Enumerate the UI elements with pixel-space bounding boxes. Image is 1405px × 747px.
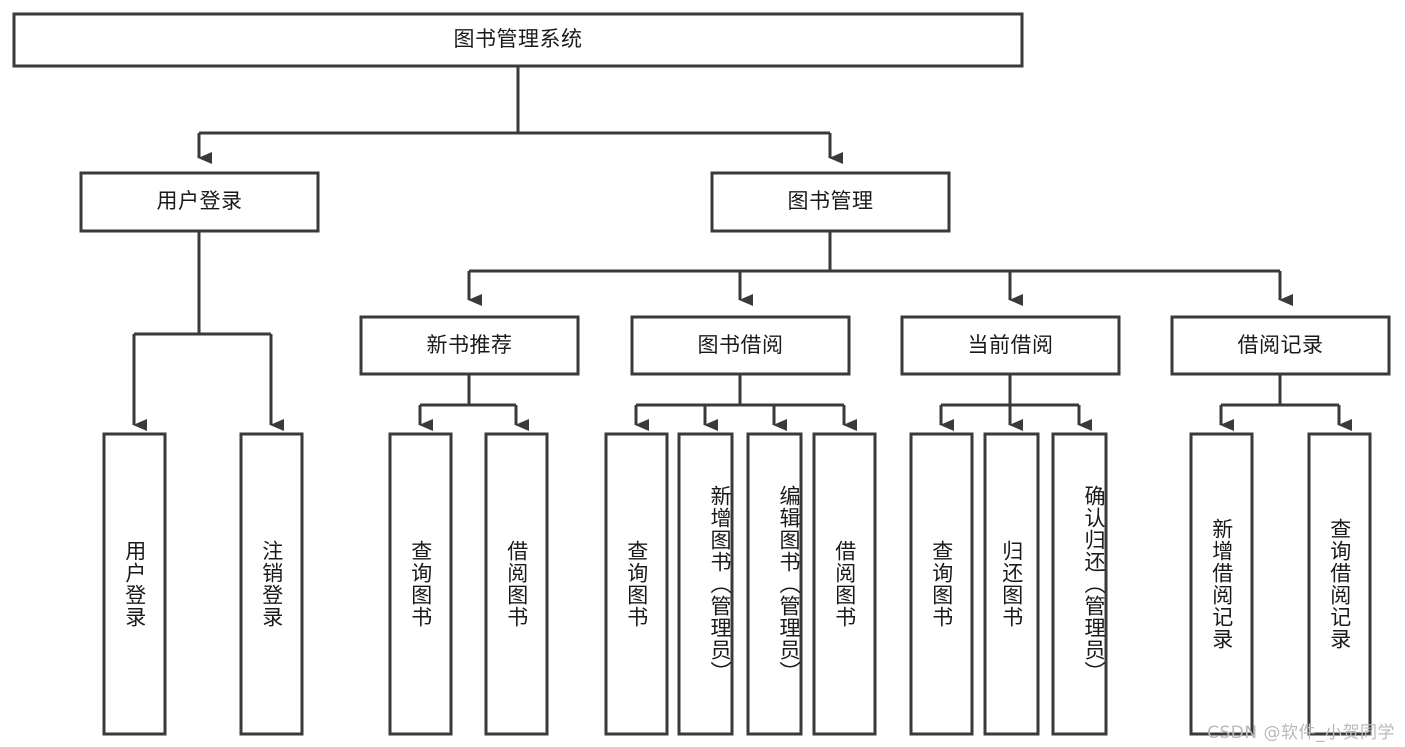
node-new-book-recommend-box[interactable] bbox=[359, 315, 580, 376]
node-borrow-record-box[interactable] bbox=[1170, 315, 1391, 376]
node-current-borrow-box[interactable] bbox=[900, 315, 1121, 376]
node-leaf-query-book-3-box[interactable] bbox=[909, 432, 974, 736]
node-user-login-box[interactable] bbox=[79, 171, 320, 233]
watermark-text: CSDN @软件_小贺同学 bbox=[1207, 723, 1395, 743]
node-leaf-add-book-box[interactable] bbox=[677, 432, 734, 736]
node-leaf-query-book-1-box[interactable] bbox=[388, 432, 453, 736]
node-leaf-borrow-book-2-box[interactable] bbox=[812, 432, 877, 736]
node-leaf-confirm-return-box[interactable] bbox=[1051, 432, 1108, 736]
node-leaf-query-book-2-box[interactable] bbox=[604, 432, 669, 736]
node-leaf-edit-book-box[interactable] bbox=[746, 432, 803, 736]
node-root-box[interactable] bbox=[12, 12, 1024, 68]
node-leaf-add-borrow-record-box[interactable] bbox=[1189, 432, 1254, 736]
node-leaf-user-login-box[interactable] bbox=[102, 432, 167, 736]
node-leaf-query-borrow-record-box[interactable] bbox=[1307, 432, 1372, 736]
node-leaf-logout-login-box[interactable] bbox=[239, 432, 304, 736]
node-book-borrow-box[interactable] bbox=[630, 315, 851, 376]
node-leaf-return-book-box[interactable] bbox=[983, 432, 1040, 736]
node-leaf-borrow-book-1-box[interactable] bbox=[484, 432, 549, 736]
node-book-management-box[interactable] bbox=[710, 171, 951, 233]
